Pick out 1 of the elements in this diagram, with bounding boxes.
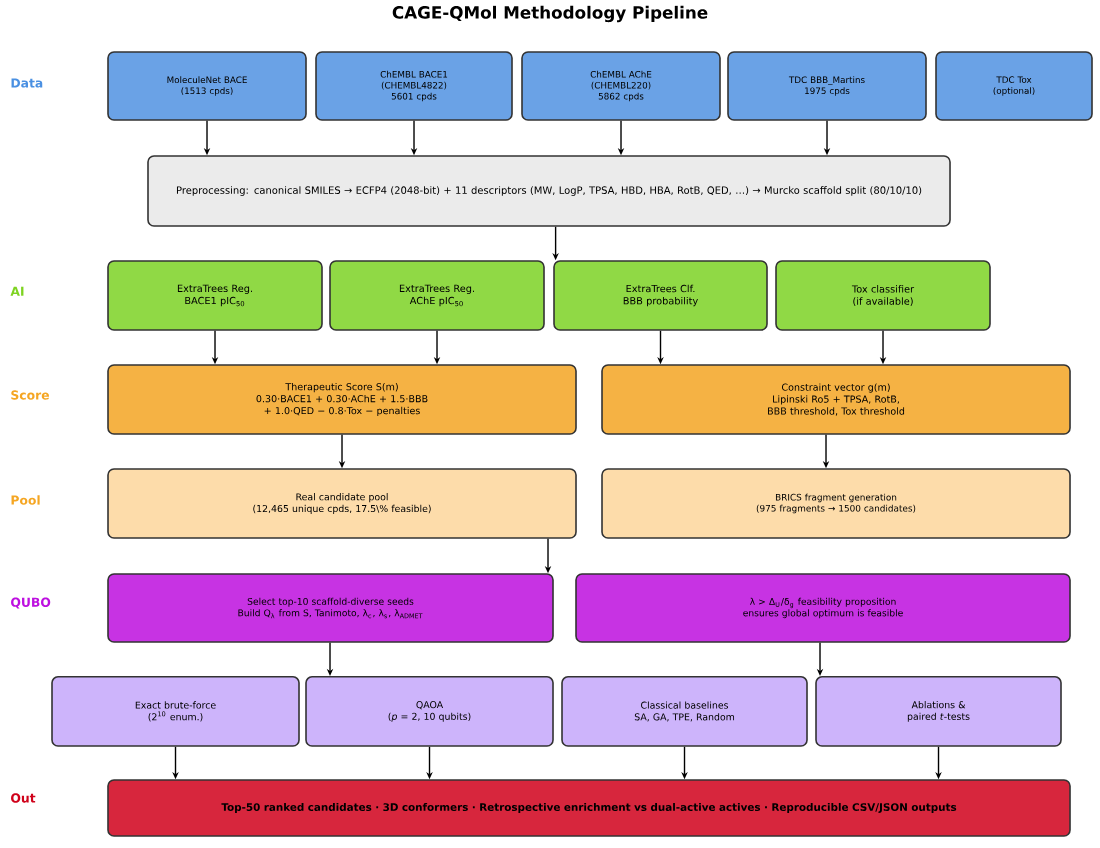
title: CAGE-QMol Methodology Pipeline: [392, 5, 708, 23]
